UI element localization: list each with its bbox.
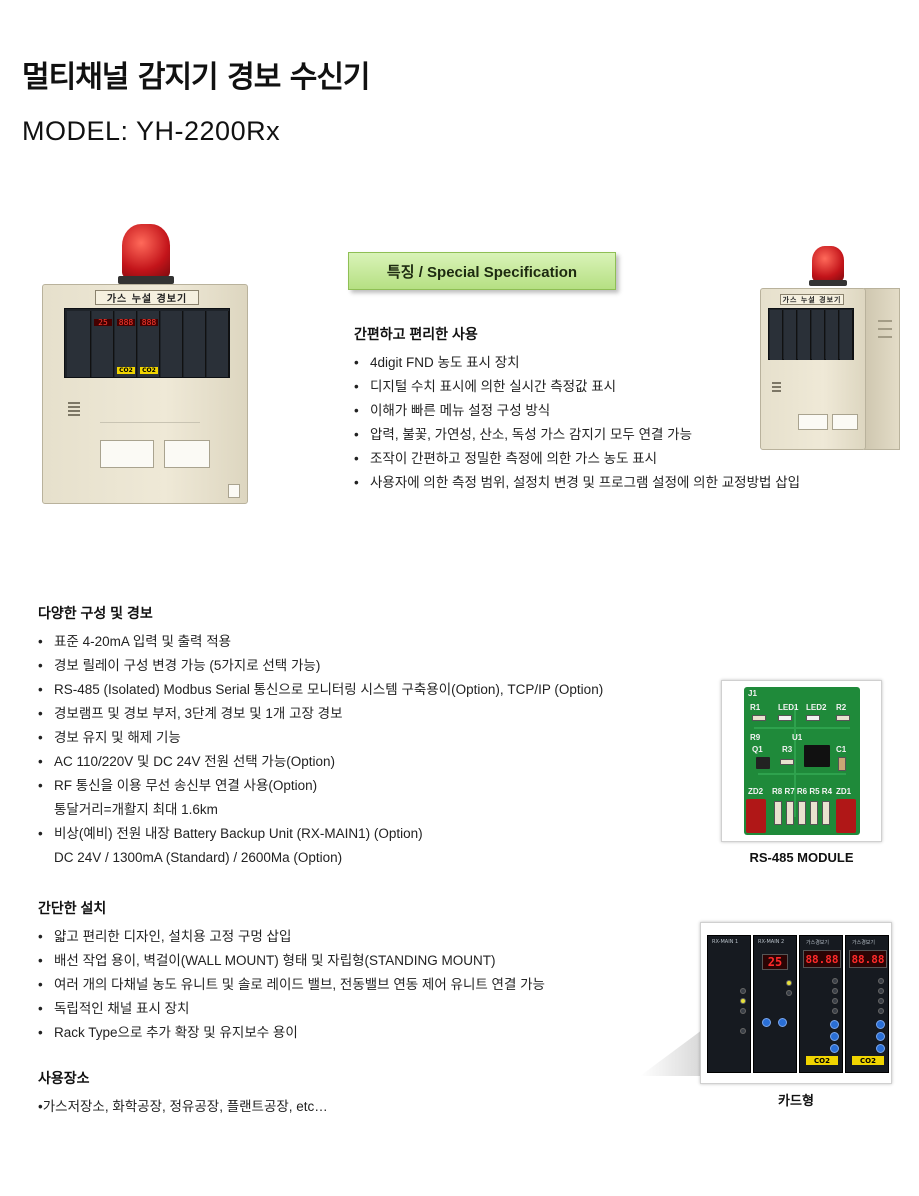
spec-badge: 특징 / Special Specification xyxy=(348,252,616,290)
module-panel xyxy=(768,308,854,360)
fnd-display: 25 xyxy=(762,954,788,970)
list-item: Rack Type으로 추가 확장 및 유지보수 용이 xyxy=(38,1021,545,1045)
usage-section: 사용장소 •가스저장소, 화학공장, 정유공장, 플랜트공장, etc… xyxy=(38,1068,328,1119)
page-title: 멀티채널 감지기 경보 수신기 xyxy=(22,60,371,95)
ic-chip xyxy=(804,745,830,767)
list-item: 디지털 수치 표시에 의한 실시간 측정값 표시 xyxy=(354,375,800,399)
card-modules-photo: RX-MAIN 1 RX-MAIN 2 25 가스경보기 88.88 CO2 가… xyxy=(700,922,892,1084)
spec-section: 간편하고 편리한 사용 4digit FND 농도 표시 장치 디지털 수치 표… xyxy=(354,324,800,495)
list-item: 얇고 편리한 디자인, 설치용 고정 구멍 삽입 xyxy=(38,925,545,949)
config-section: 다양한 구성 및 경보 표준 4-20mA 입력 및 출력 적용 경보 릴레이 … xyxy=(38,603,603,870)
list-item: 표준 4-20mA 입력 및 출력 적용 xyxy=(38,630,603,654)
list-item: 여러 개의 다채널 농도 유니트 및 솔로 레이드 밸브, 전동밸브 연동 제어… xyxy=(38,973,545,997)
gas-tag: CO2 xyxy=(806,1056,838,1065)
list-item: 비상(예비) 전원 내장 Battery Backup Unit (RX-MAI… xyxy=(38,822,603,846)
beacon-lamp-icon xyxy=(812,246,844,282)
cabinet-side xyxy=(864,288,900,450)
pcb-board: J1 R1 LED1 LED2 R2 R9 U1 Q1 R3 C1 ZD2 R8… xyxy=(744,687,860,835)
list-item: 조작이 간편하고 정밀한 측정에 의한 가스 농도 표시 xyxy=(354,447,800,471)
gas-tag: CO2 xyxy=(117,367,135,374)
card-module: RX-MAIN 2 25 xyxy=(753,935,797,1073)
logo-sticker xyxy=(228,484,240,498)
list-item: 경보 유지 및 해제 기능 xyxy=(38,726,603,750)
list-item: AC 110/220V 및 DC 24V 전원 선택 가능(Option) xyxy=(38,750,603,774)
beacon-base xyxy=(118,276,174,284)
info-sticker xyxy=(164,440,210,468)
card-module: RX-MAIN 1 xyxy=(707,935,751,1073)
install-section: 간단한 설치 얇고 편리한 디자인, 설치용 고정 구멍 삽입 배선 작업 용이… xyxy=(38,898,545,1045)
list-item-continuation: 통달거리=개활지 최대 1.6km xyxy=(54,802,218,817)
card-module: 가스경보기 88.88 CO2 xyxy=(799,935,843,1073)
list-item: 4digit FND 농도 표시 장치 xyxy=(354,351,800,375)
cards-caption: 카드형 xyxy=(778,1093,814,1108)
list-item: 독립적인 채널 표시 장치 xyxy=(38,997,545,1021)
info-sticker xyxy=(100,440,154,468)
config-heading: 다양한 구성 및 경보 xyxy=(38,605,153,621)
module-panel: 25 888 CO2 888 CO2 xyxy=(64,308,230,378)
rs485-module-photo: J1 R1 LED1 LED2 R2 R9 U1 Q1 R3 C1 ZD2 R8… xyxy=(721,680,882,842)
usage-text: •가스저장소, 화학공장, 정유공장, 플랜트공장, etc… xyxy=(38,1099,328,1114)
cabinet-label: 가스 누설 경보기 xyxy=(780,294,844,305)
gas-tag: CO2 xyxy=(140,367,158,374)
rs485-caption: RS-485 MODULE xyxy=(749,850,854,865)
list-item: RS-485 (Isolated) Modbus Serial 통신으로 모니터… xyxy=(38,678,603,702)
main-device-image: 가스 누설 경보기 25 888 CO2 888 CO2 xyxy=(40,222,252,506)
usage-heading: 사용장소 xyxy=(38,1070,90,1086)
list-item: 압력, 불꽃, 가연성, 산소, 독성 가스 감지기 모두 연결 가능 xyxy=(354,423,800,447)
list-item: 경보램프 및 경보 부저, 3단계 경보 및 1개 고장 경보 xyxy=(38,702,603,726)
list-item-continuation: DC 24V / 1300mA (Standard) / 2600Ma (Opt… xyxy=(54,850,343,865)
fnd-display: 88.88 xyxy=(849,950,887,968)
install-heading: 간단한 설치 xyxy=(38,900,107,916)
beacon-lamp-icon xyxy=(122,224,170,278)
spec-heading: 간편하고 편리한 사용 xyxy=(354,326,478,342)
list-item: 배선 작업 용이, 벽걸이(WALL MOUNT) 형태 및 자립형(STAND… xyxy=(38,949,545,973)
list-item: 이해가 빠른 메뉴 설정 구성 방식 xyxy=(354,399,800,423)
model-name: MODEL: YH-2200Rx xyxy=(22,116,281,146)
cabinet-label: 가스 누설 경보기 xyxy=(95,290,199,305)
list-item: 사용자에 의한 측정 범위, 설정치 변경 및 프로그램 설정에 의한 교정방법… xyxy=(354,471,800,495)
fnd-display: 88.88 xyxy=(803,950,841,968)
card-module: 가스경보기 88.88 CO2 xyxy=(845,935,889,1073)
gas-tag: CO2 xyxy=(852,1056,884,1065)
list-item: RF 통신을 이용 무선 송신부 연결 사용(Option) xyxy=(38,774,603,798)
list-item: 경보 릴레이 구성 변경 가능 (5가지로 선택 가능) xyxy=(38,654,603,678)
